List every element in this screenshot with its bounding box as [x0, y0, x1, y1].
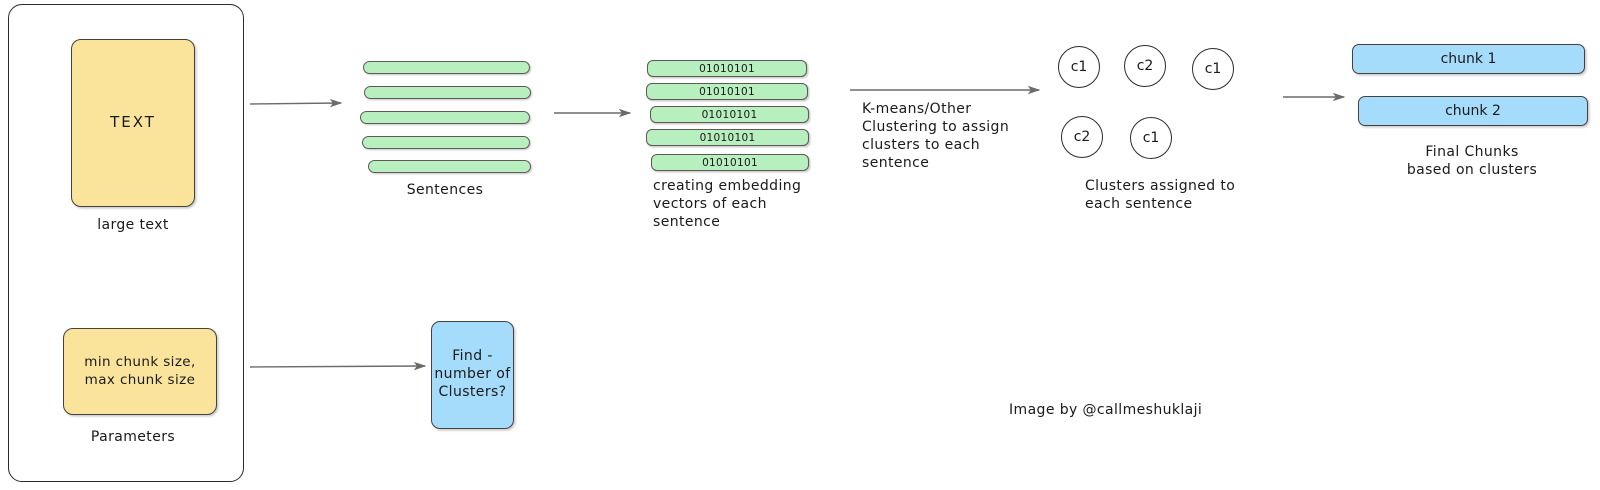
embedding-vector[interactable]: 01010101 [646, 83, 808, 100]
cluster-node[interactable]: c1 [1130, 117, 1172, 159]
clusters-group: c1 c2 c1 c2 c1 Clusters assigned to each… [1058, 45, 1308, 226]
embeddings-caption: creating embedding vectors of each sente… [653, 178, 802, 230]
large-text-node-label: TEXT [110, 113, 156, 132]
embedding-vector-value: 01010101 [702, 156, 758, 169]
chunk-bar-label: chunk 2 [1445, 103, 1501, 119]
parameters-node[interactable]: min chunk size, max chunk size [63, 328, 217, 415]
arrow-text-to-sentences [249, 98, 343, 108]
cluster-node[interactable]: c1 [1058, 46, 1100, 88]
parameters-caption: Parameters [90, 429, 176, 445]
input-panel: TEXT large text min chunk size, max chun… [8, 4, 244, 482]
cluster-node-label: c1 [1142, 130, 1160, 146]
cluster-node[interactable]: c2 [1061, 116, 1103, 158]
clusters-caption: Clusters assigned to each sentence [1085, 178, 1236, 212]
embeddings-group: 01010101 01010101 01010101 01010101 0101… [645, 60, 845, 240]
sentence-bar[interactable] [362, 136, 530, 149]
large-text-caption: large text [97, 217, 169, 233]
sentences-caption: Sentences [406, 182, 484, 198]
embedding-vector-value: 01010101 [699, 85, 755, 98]
embedding-vector[interactable]: 01010101 [650, 106, 809, 123]
chunk-bar[interactable]: chunk 1 [1352, 44, 1585, 74]
embedding-vector[interactable]: 01010101 [647, 60, 807, 77]
chunk-bar-label: chunk 1 [1440, 51, 1497, 67]
cluster-node-label: c2 [1073, 129, 1091, 145]
clustering-step-label: K-means/Other Clustering to assign clust… [862, 101, 1010, 171]
embedding-vector[interactable]: 01010101 [646, 129, 809, 146]
sentence-bar[interactable] [360, 111, 530, 124]
find-number-of-clusters-node[interactable]: Find - number of Clusters? [431, 321, 514, 429]
cluster-node-label: c1 [1204, 61, 1222, 77]
embedding-vector[interactable]: 01010101 [651, 154, 809, 171]
parameters-node-label: min chunk size, max chunk size [84, 354, 196, 388]
final-chunks-caption: Final Chunks based on clusters [1406, 144, 1538, 178]
credit-text: Image by @callmeshuklaji [1009, 402, 1203, 418]
sentence-bar[interactable] [368, 160, 531, 173]
cluster-node[interactable]: c1 [1192, 48, 1234, 90]
embedding-vector-value: 01010101 [701, 108, 758, 121]
sentence-bar[interactable] [363, 61, 530, 74]
chunk-bar[interactable]: chunk 2 [1358, 96, 1588, 126]
embedding-vector-value: 01010101 [699, 62, 755, 75]
embedding-vector-value: 01010101 [699, 131, 756, 144]
sentence-bar[interactable] [364, 86, 531, 99]
final-chunks-group: chunk 1 chunk 2 Final Chunks based on cl… [1352, 44, 1592, 194]
sentences-group: Sentences [360, 58, 560, 218]
cluster-node-label: c2 [1136, 58, 1154, 74]
find-number-of-clusters-label: Find - number of Clusters? [434, 348, 511, 400]
large-text-node[interactable]: TEXT [71, 39, 195, 207]
cluster-node[interactable]: c2 [1124, 45, 1166, 87]
cluster-node-label: c1 [1070, 59, 1088, 75]
arrow-params-to-find-clusters [249, 361, 427, 371]
